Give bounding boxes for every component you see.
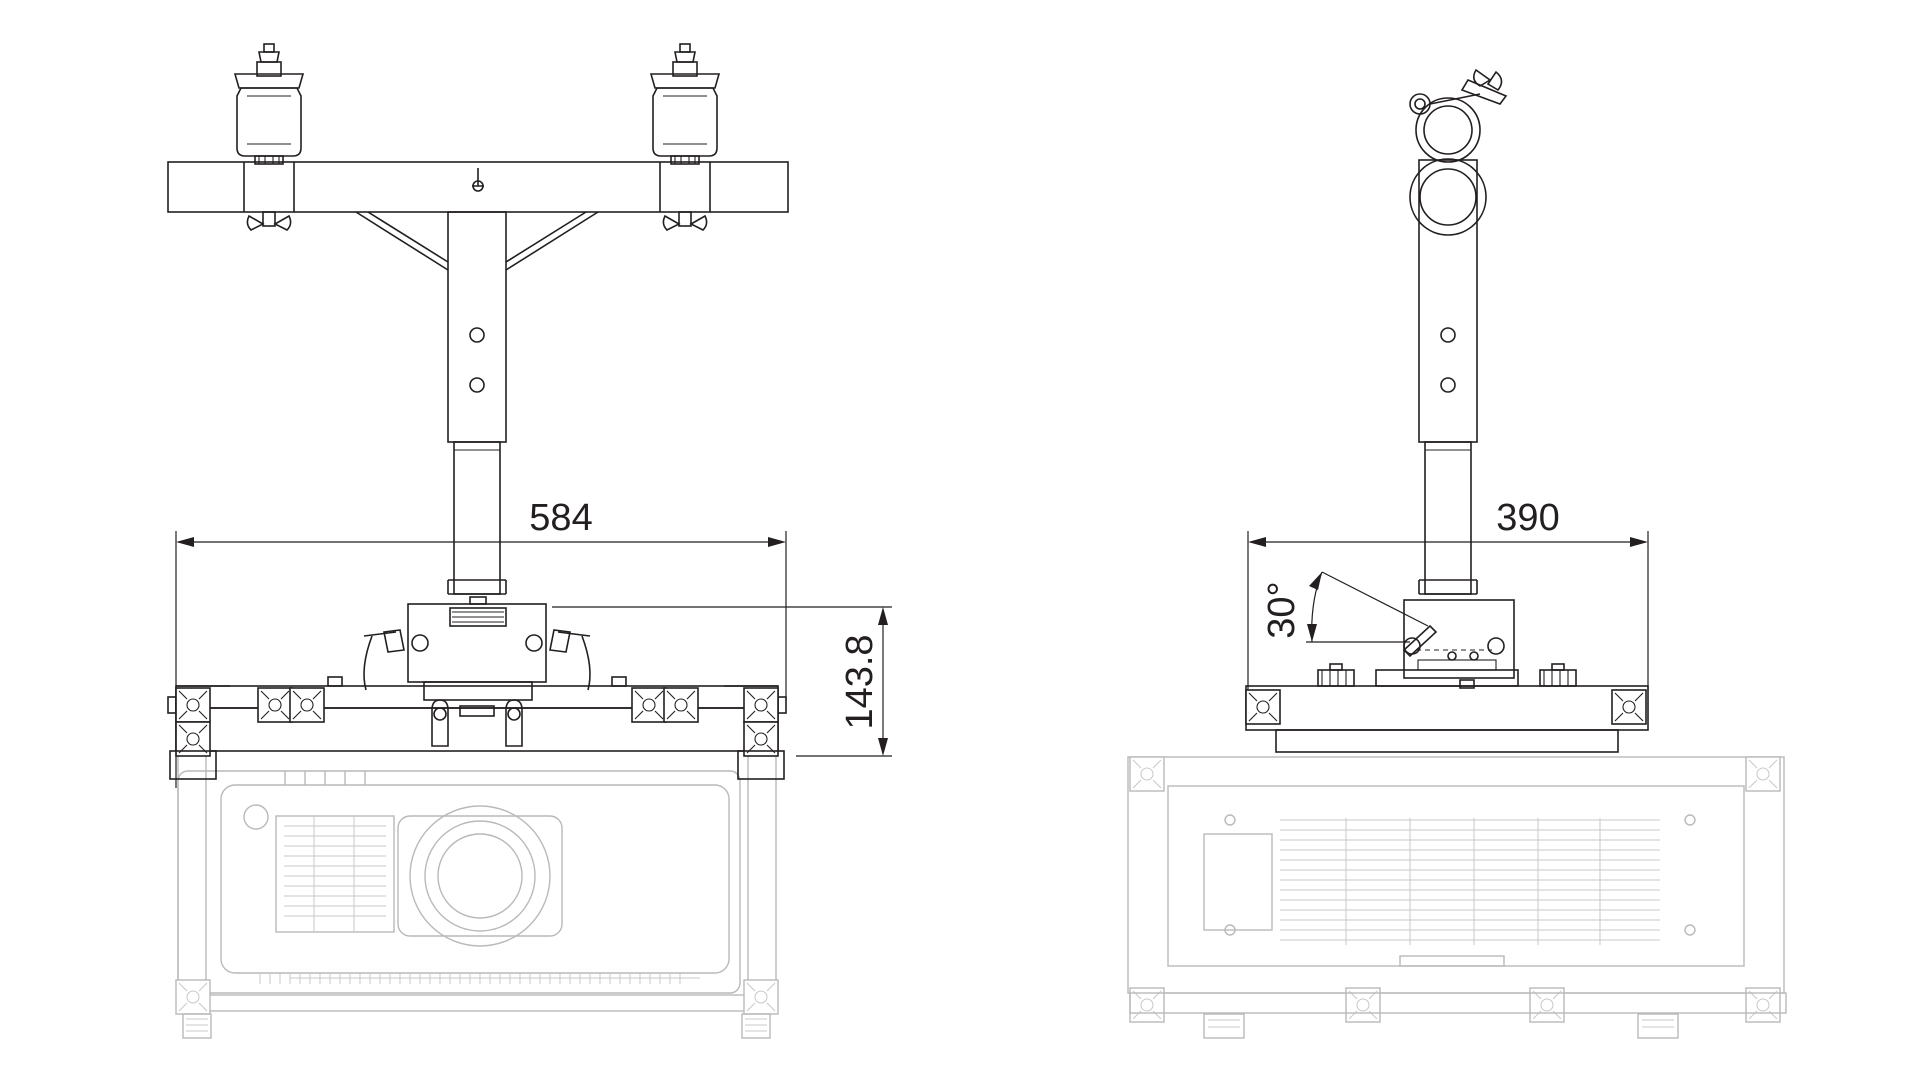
front-truss-clamp-left xyxy=(234,43,304,231)
front-projector-outline xyxy=(175,754,779,1039)
front-width-label: 584 xyxy=(529,497,592,539)
side-width-dimension: 390 xyxy=(1247,497,1649,690)
front-height-label: 143.8 xyxy=(839,634,881,729)
tilt-angle-label: 30° xyxy=(1261,581,1303,638)
front-crossbar xyxy=(167,161,789,271)
side-truss-clamp xyxy=(1409,68,1508,236)
front-mount-plate xyxy=(167,676,787,780)
front-bracket xyxy=(363,596,591,747)
side-view: 390 30° xyxy=(1127,68,1787,1039)
front-truss-clamp-right xyxy=(650,43,720,231)
side-pole xyxy=(1418,159,1478,595)
side-width-label: 390 xyxy=(1496,497,1559,539)
front-view: 584 143.8 xyxy=(167,43,892,1039)
tilt-angle-dimension: 30° xyxy=(1261,571,1429,643)
side-projector-outline xyxy=(1127,756,1787,1039)
front-pole xyxy=(447,211,507,595)
front-width-dimension: 584 xyxy=(175,497,787,788)
front-height-dimension: 143.8 xyxy=(552,606,892,757)
side-tilt-bracket xyxy=(1375,599,1519,689)
